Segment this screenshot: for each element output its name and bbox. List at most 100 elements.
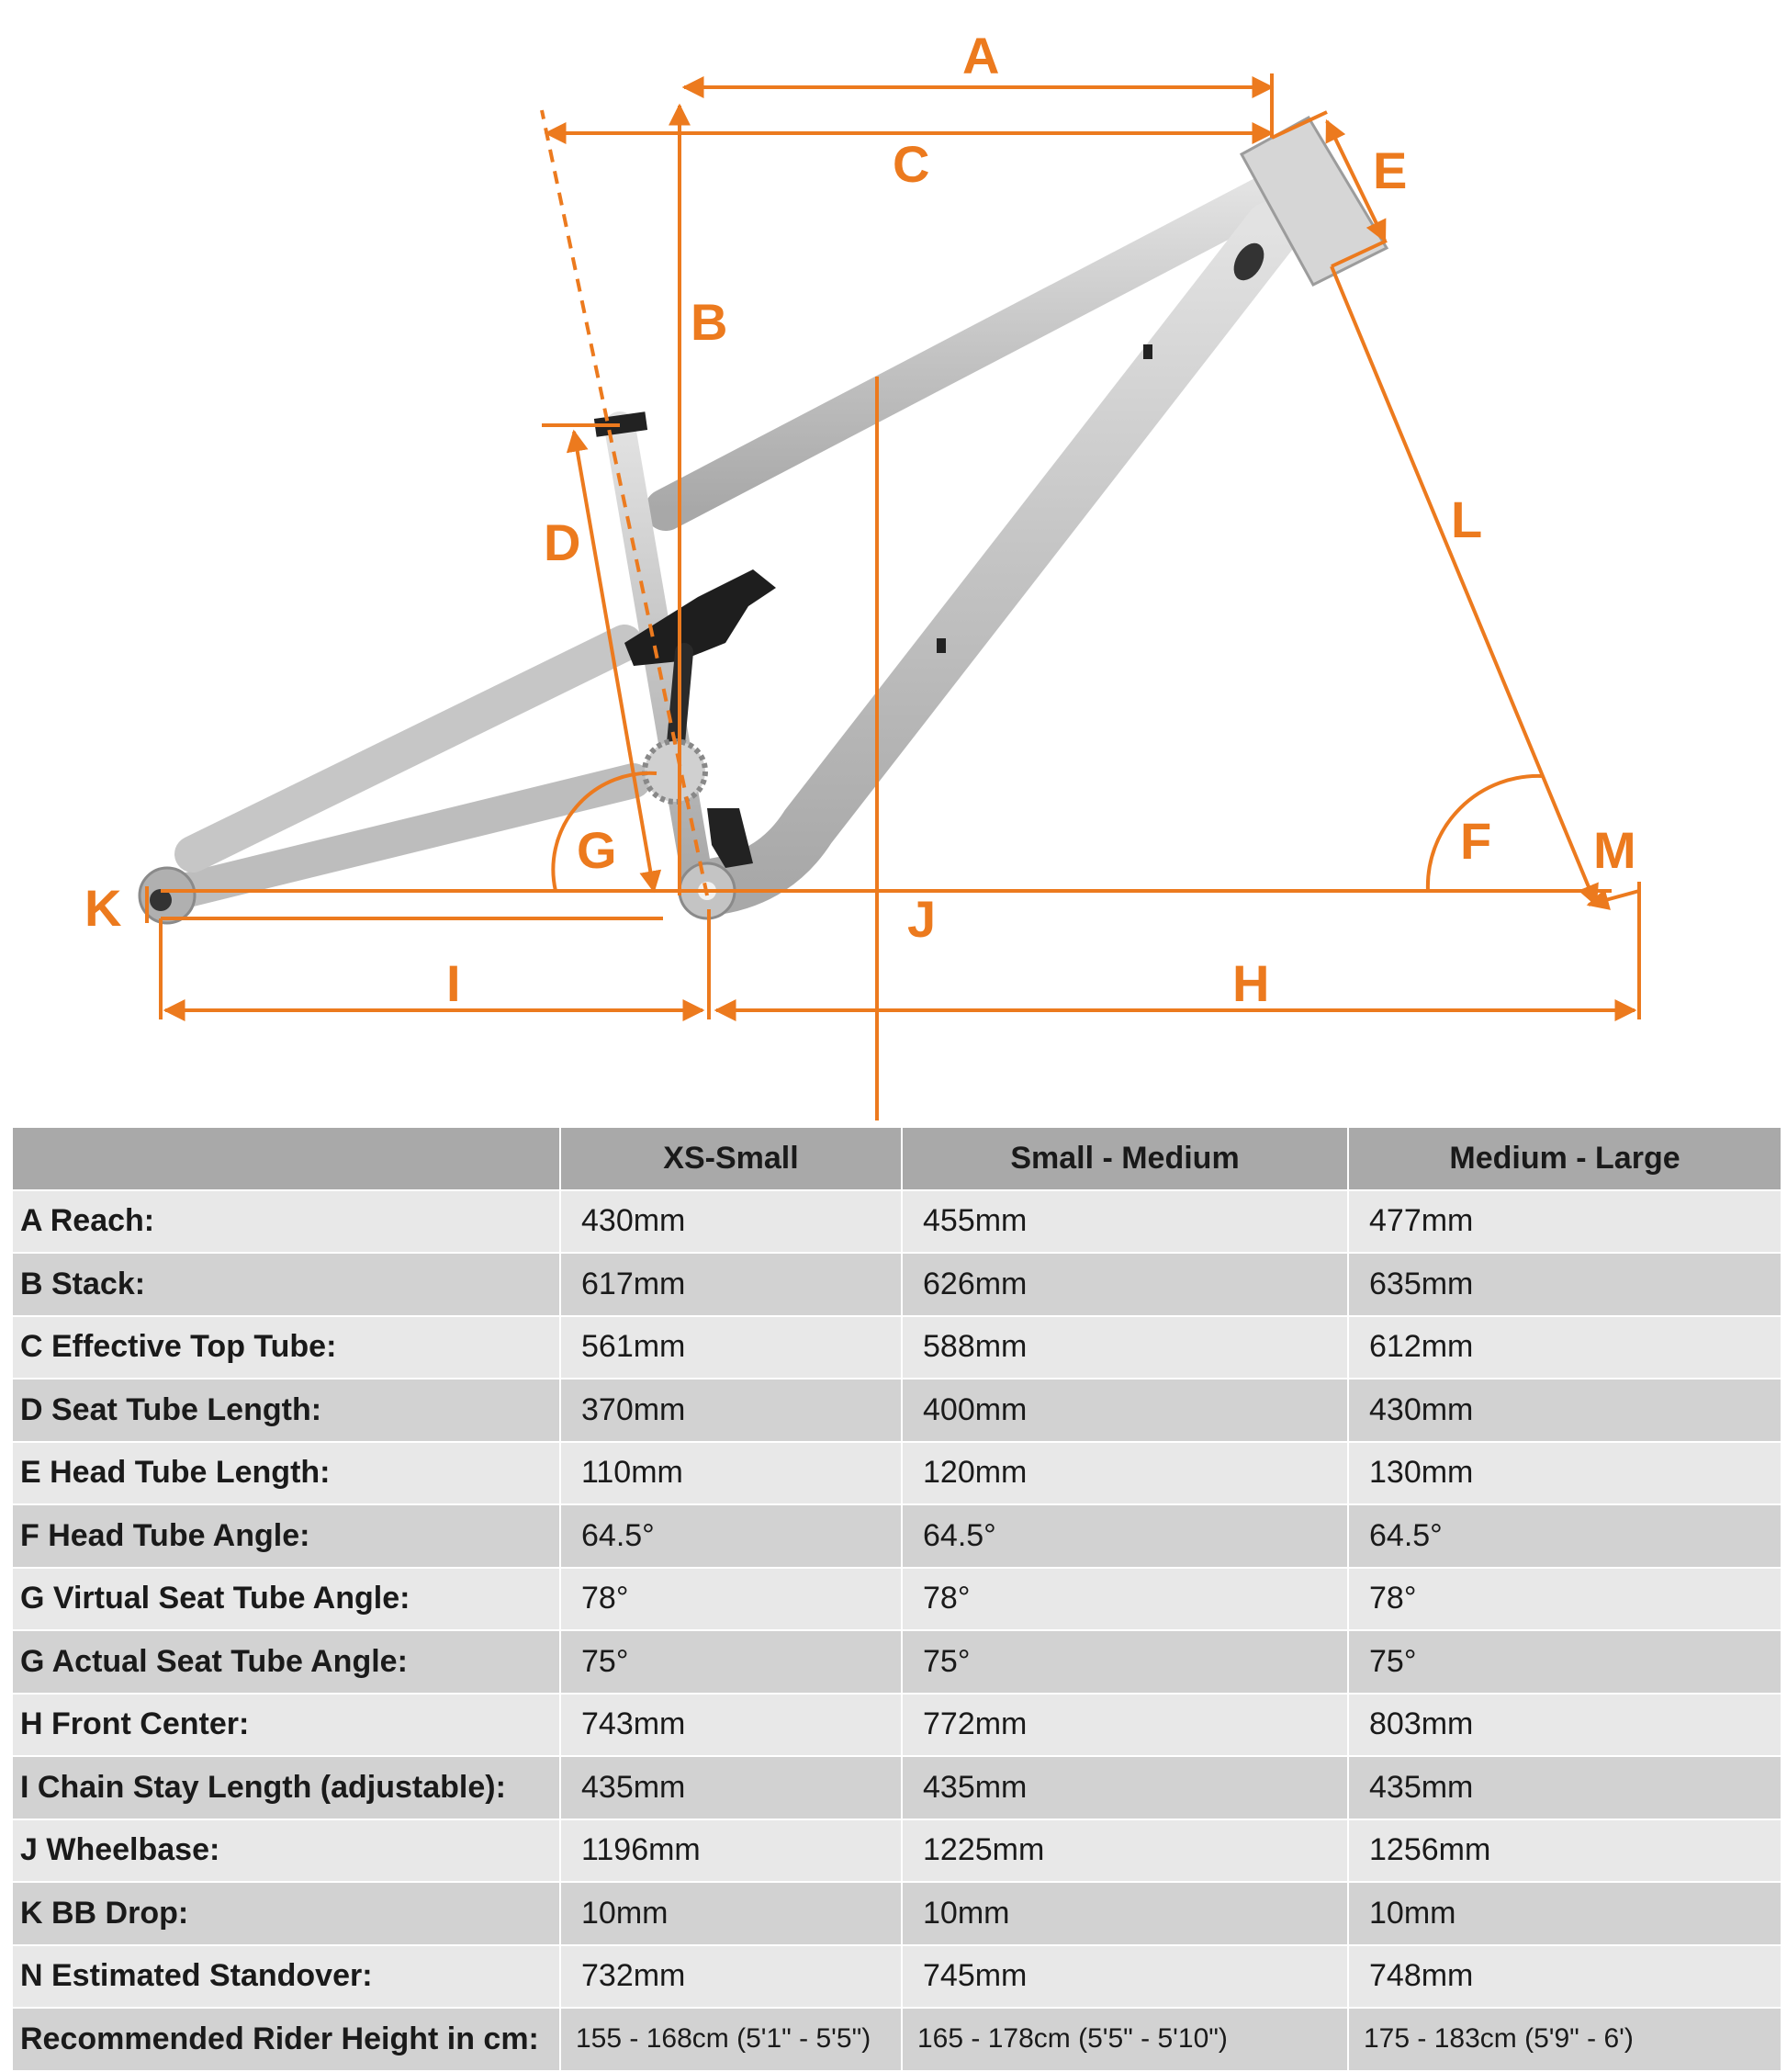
cell: 617mm: [560, 1253, 903, 1317]
bike-frame: [138, 115, 1389, 925]
cell: 370mm: [560, 1379, 903, 1443]
geometry-table: XS-Small Small - Medium Medium - Large A…: [13, 1128, 1782, 2072]
cell: 120mm: [902, 1441, 1349, 1505]
cell: 78°: [560, 1567, 903, 1631]
label-b: B: [691, 293, 727, 351]
cell: 10mm: [1348, 1882, 1782, 1946]
label-c: C: [893, 135, 929, 193]
cell: 435mm: [560, 1756, 903, 1820]
chainstay: [148, 763, 651, 913]
dimension-lines: [145, 73, 1641, 1120]
cable-guide: [937, 638, 946, 653]
row-label: G Actual Seat Tube Angle:: [13, 1630, 561, 1695]
cell: 1225mm: [902, 1819, 1349, 1883]
rocker-link: [624, 569, 776, 666]
lower-link: [707, 808, 753, 868]
label-a: A: [962, 27, 999, 84]
row-label: C Effective Top Tube:: [13, 1315, 561, 1379]
label-h: H: [1232, 954, 1269, 1012]
cell: 175 - 183cm (5'9" - 6'): [1348, 2008, 1782, 2072]
cell: 477mm: [1348, 1189, 1782, 1254]
label-l: L: [1451, 490, 1482, 548]
cell: 75°: [1348, 1630, 1782, 1695]
row-label: H Front Center:: [13, 1693, 561, 1757]
cell: 78°: [1348, 1567, 1782, 1631]
cell: 635mm: [1348, 1253, 1782, 1317]
table-row: Recommended Rider Height in cm:155 - 168…: [13, 2008, 1782, 2072]
label-k: K: [84, 879, 121, 937]
cell: 732mm: [560, 1944, 903, 2009]
cell: 1256mm: [1348, 1819, 1782, 1883]
row-label: Recommended Rider Height in cm:: [13, 2008, 561, 2072]
cell: 561mm: [560, 1315, 903, 1379]
table-row: F Head Tube Angle:64.5°64.5°64.5°: [13, 1504, 1782, 1569]
row-label: N Estimated Standover:: [13, 1944, 561, 2009]
cell: 10mm: [902, 1882, 1349, 1946]
header-size-medium-large: Medium - Large: [1348, 1128, 1782, 1191]
cell: 400mm: [902, 1379, 1349, 1443]
label-d: D: [544, 513, 580, 571]
cell: 64.5°: [1348, 1504, 1782, 1569]
cell: 430mm: [560, 1189, 903, 1254]
cell: 78°: [902, 1567, 1349, 1631]
cell: 75°: [560, 1630, 903, 1695]
header-size-small-medium: Small - Medium: [902, 1128, 1349, 1191]
table-header-row: XS-Small Small - Medium Medium - Large: [13, 1128, 1782, 1191]
row-label: I Chain Stay Length (adjustable):: [13, 1756, 561, 1820]
label-e: E: [1373, 141, 1407, 199]
seatstay: [174, 625, 643, 873]
row-label: E Head Tube Length:: [13, 1441, 561, 1505]
row-label: D Seat Tube Length:: [13, 1379, 561, 1443]
cell: 803mm: [1348, 1693, 1782, 1757]
row-label: A Reach:: [13, 1189, 561, 1254]
cell: 455mm: [902, 1189, 1349, 1254]
label-j: J: [907, 890, 936, 948]
rear-axle: [150, 889, 172, 911]
cell: 748mm: [1348, 1944, 1782, 2009]
top-tube: [645, 167, 1302, 531]
cell: 435mm: [1348, 1756, 1782, 1820]
cell: 588mm: [902, 1315, 1349, 1379]
head-tube-port: [1233, 242, 1264, 281]
header-blank: [13, 1128, 561, 1191]
label-f: F: [1460, 812, 1491, 870]
table-row: G Actual Seat Tube Angle:75°75°75°: [13, 1630, 1782, 1695]
cell: 75°: [902, 1630, 1349, 1695]
cell: 64.5°: [560, 1504, 903, 1569]
label-m: M: [1593, 821, 1636, 879]
cell: 435mm: [902, 1756, 1349, 1820]
cell: 743mm: [560, 1693, 903, 1757]
label-g: G: [577, 821, 617, 879]
table-row: G Virtual Seat Tube Angle:78°78°78°: [13, 1567, 1782, 1631]
row-label: J Wheelbase:: [13, 1819, 561, 1883]
cell: 430mm: [1348, 1379, 1782, 1443]
cell: 1196mm: [560, 1819, 903, 1883]
cell: 612mm: [1348, 1315, 1782, 1379]
row-label: F Head Tube Angle:: [13, 1504, 561, 1569]
cell: 772mm: [902, 1693, 1349, 1757]
cell: 110mm: [560, 1441, 903, 1505]
cell: 165 - 178cm (5'5" - 5'10"): [902, 2008, 1349, 2072]
row-label: K BB Drop:: [13, 1882, 561, 1946]
label-i: I: [446, 954, 461, 1012]
row-label: B Stack:: [13, 1253, 561, 1317]
cell: 745mm: [902, 1944, 1349, 2009]
cable-guide: [1143, 344, 1152, 359]
row-label: G Virtual Seat Tube Angle:: [13, 1567, 561, 1631]
frame-geometry-diagram: A C B D E L F M G J K I H: [84, 27, 1641, 1120]
cell: 64.5°: [902, 1504, 1349, 1569]
header-size-xs-small: XS-Small: [560, 1128, 903, 1191]
cell: 155 - 168cm (5'1" - 5'5"): [560, 2008, 903, 2072]
cell: 626mm: [902, 1253, 1349, 1317]
cell: 130mm: [1348, 1441, 1782, 1505]
